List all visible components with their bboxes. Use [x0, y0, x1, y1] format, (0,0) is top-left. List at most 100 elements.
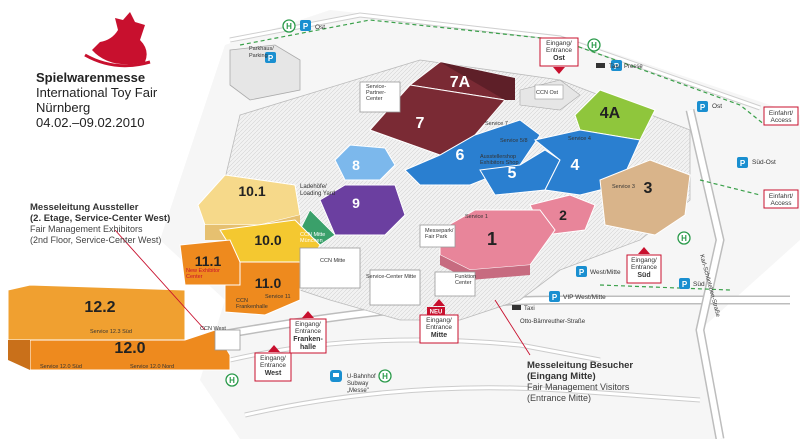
svg-text:Service-Center Mitte: Service-Center Mitte	[366, 274, 416, 280]
bus-icon: H	[225, 373, 239, 387]
parking-icon: P	[697, 101, 708, 112]
svg-text:U-Bahnhof: U-Bahnhof	[347, 374, 376, 380]
bus-icon: H	[282, 19, 296, 33]
svg-text:Funktion: Funktion	[455, 274, 476, 280]
hall-12-2[interactable]	[7, 284, 186, 341]
svg-text:Access: Access	[771, 200, 793, 207]
hall-4a[interactable]	[574, 89, 656, 141]
svg-text:Entrance: Entrance	[426, 324, 452, 331]
svg-text:Service-: Service-	[366, 84, 386, 90]
hall-label-7a: 7A	[450, 74, 471, 91]
parking-icon: P	[549, 291, 560, 302]
fair-subtitle: International Toy Fair	[36, 85, 158, 100]
svg-text:P: P	[682, 280, 688, 289]
fair-title: Spielwarenmesse International Toy Fair N…	[36, 70, 157, 130]
svg-text:Service 3: Service 3	[612, 184, 635, 190]
svg-text:Exhibitors Shop: Exhibitors Shop	[480, 160, 519, 166]
entrance-sued[interactable]: Eingang/ Entrance Süd	[626, 247, 662, 284]
svg-text:Service 4: Service 4	[568, 136, 591, 142]
svg-text:Eingang/: Eingang/	[295, 321, 321, 328]
svg-text:Entrance: Entrance	[295, 328, 321, 335]
annotation-lines	[114, 229, 531, 356]
svg-text:Service 1: Service 1	[465, 214, 488, 220]
svg-text:Parking: Parking	[249, 53, 268, 59]
hall-label-8: 8	[352, 157, 360, 173]
hall-7[interactable]	[369, 84, 506, 156]
svg-text:H: H	[681, 234, 687, 243]
parking-icon: P	[737, 157, 748, 168]
bus-icon: H	[677, 231, 691, 245]
access-2[interactable]: Einfahrt/ Access	[763, 189, 799, 209]
svg-text:West: West	[265, 370, 282, 377]
svg-text:Eingang/: Eingang/	[426, 317, 452, 324]
svg-text:H: H	[382, 372, 388, 381]
svg-text:Subway: Subway	[347, 381, 368, 387]
svg-text:Eingang/: Eingang/	[260, 355, 286, 362]
map-labels: Ost Ost Süd-Ost West/Mitte Süd VIP West/…	[40, 24, 776, 394]
svg-text:Service 11: Service 11	[265, 294, 291, 300]
entrance-ost[interactable]: Eingang/ Entrance Ost	[539, 37, 579, 74]
hall-label-9: 9	[352, 195, 360, 211]
parking-icon: P	[265, 52, 276, 63]
svg-text:München: München	[300, 238, 323, 244]
svg-text:Loading Yard: Loading Yard	[300, 191, 335, 197]
svg-text:Einfahrt/: Einfahrt/	[769, 110, 793, 117]
svg-text:P: P	[700, 103, 706, 112]
entrance-west[interactable]: Eingang/ Entrance West	[254, 345, 292, 382]
hall-label-1: 1	[487, 229, 497, 249]
hall-label-2: 2	[559, 207, 567, 223]
hall-label-6: 6	[456, 147, 465, 164]
svg-text:Eingang/: Eingang/	[631, 257, 657, 264]
svg-text:West/Mitte: West/Mitte	[590, 269, 621, 276]
note-exhibitor-management: Messeleitung Aussteller (2. Etage, Servi…	[30, 202, 171, 245]
subway-icon	[330, 370, 342, 382]
svg-text:Taxi: Taxi	[524, 306, 535, 312]
svg-text:Otto-Bärnreuther-Straße: Otto-Bärnreuther-Straße	[520, 319, 586, 325]
svg-text:Ost: Ost	[712, 103, 722, 110]
svg-text:P: P	[303, 22, 309, 31]
svg-text:NEU: NEU	[430, 310, 443, 316]
svg-text:Center: Center	[455, 280, 472, 286]
svg-text:Messepark/: Messepark/	[425, 228, 454, 234]
svg-text:Center: Center	[366, 96, 383, 102]
svg-text:Service 12.0 Süd: Service 12.0 Süd	[40, 364, 82, 370]
svg-text:P: P	[552, 293, 558, 302]
svg-text:Einfahrt/: Einfahrt/	[769, 193, 793, 200]
hall-3[interactable]	[599, 159, 691, 236]
hall-label-10-1: 10.1	[238, 183, 265, 199]
fair-dates: 04.02.–09.02.2010	[36, 115, 145, 130]
hall-label-12-0: 12.0	[114, 340, 145, 357]
rocking-horse-logo	[84, 12, 151, 68]
parking-icon: P	[576, 266, 587, 277]
halls	[7, 61, 691, 371]
hall-label-11-0: 11.0	[255, 275, 282, 291]
svg-text:Taxi: Taxi	[609, 64, 620, 70]
transport-icons: H P H P P P P H P P P H H	[225, 19, 748, 387]
svg-text:Ladehöfe/: Ladehöfe/	[300, 184, 327, 190]
svg-text:New Exhibitor: New Exhibitor	[186, 268, 220, 274]
parking-icon: P	[611, 60, 622, 71]
buildings	[214, 81, 564, 351]
svg-text:Süd-Ost: Süd-Ost	[752, 159, 776, 166]
hall-label-7: 7	[416, 115, 425, 132]
svg-text:Presse: Presse	[624, 64, 643, 70]
hall-label-11-1: 11.1	[195, 253, 222, 269]
entrances: Eingang/ Entrance Ost Eingang/ Entrance …	[254, 37, 799, 382]
svg-text:CCN Mitte: CCN Mitte	[300, 232, 325, 238]
svg-text:Fair Park: Fair Park	[425, 234, 448, 240]
svg-text:Center: Center	[186, 274, 203, 280]
fair-name: Spielwarenmesse	[36, 70, 146, 85]
svg-text:Entrance: Entrance	[631, 264, 657, 271]
svg-text:Partner-: Partner-	[366, 90, 386, 96]
bus-icon: H	[378, 369, 392, 383]
svg-text:Eingang/: Eingang/	[546, 40, 572, 47]
svg-text:H: H	[286, 22, 292, 31]
svg-text:Süd: Süd	[637, 272, 650, 279]
entrance-frankenhalle[interactable]: Eingang/ Entrance Franken- halle	[289, 311, 327, 354]
entrance-mitte[interactable]: NEU Eingang/ Entrance Mitte	[419, 299, 459, 344]
hall-8[interactable]	[334, 144, 396, 181]
access-1[interactable]: Einfahrt/ Access	[763, 106, 799, 126]
hall-label-10-0: 10.0	[254, 232, 281, 248]
hall-label-3: 3	[644, 180, 653, 197]
